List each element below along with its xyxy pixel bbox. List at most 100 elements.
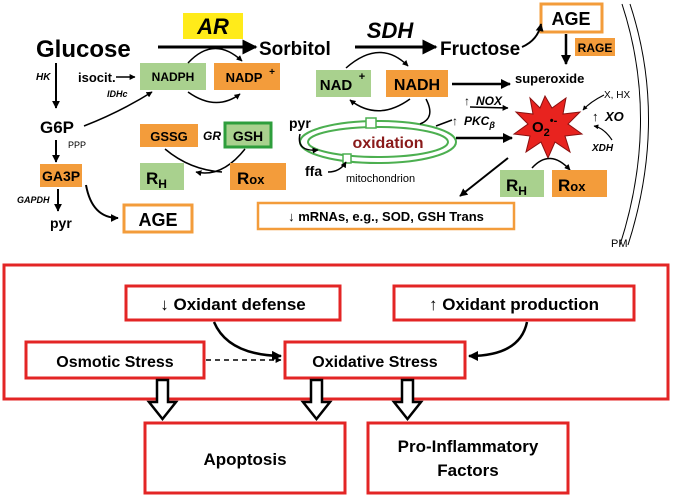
rox-right-box [552, 170, 607, 197]
pkc-label: PKCβ [464, 114, 495, 130]
idhc-label: IDHc [107, 89, 128, 99]
oxidative-stress-box [283, 340, 467, 380]
rox-left-box [230, 163, 286, 190]
ffa-label: ffa [305, 163, 322, 179]
age-top-box [539, 2, 604, 34]
nadh-to-nad-arc [349, 98, 411, 112]
sdh-label: SDH [367, 18, 415, 43]
superoxide-to-mrnas-arrow [459, 157, 509, 197]
nad-plus-label: NAD [320, 77, 353, 94]
pyr-bottom-label: pyr [50, 215, 72, 231]
osmotic-stress-box [24, 340, 206, 380]
ar-enzyme-box [183, 13, 243, 39]
pyr-into-mito-arrow [298, 133, 319, 154]
nadph-gr-arc [187, 91, 241, 104]
nadph-box [140, 63, 206, 90]
nad-plus-superscript: + [359, 71, 365, 83]
nadph-label: NADPH [152, 70, 195, 84]
nadph-to-nadp-arc [187, 47, 243, 64]
o2-radical-label: O2•- [532, 115, 558, 139]
plasma-membrane-line-2 [627, 3, 649, 246]
rox-right-cycle-arc [531, 157, 571, 171]
gsh-to-rh-arc [195, 148, 246, 177]
superoxide-label: superoxide [515, 71, 584, 86]
rh-left-label: RH [146, 169, 167, 191]
mrnas-box [256, 201, 516, 231]
ga3p-box [40, 164, 82, 187]
sorbitol-label: Sorbitol [259, 39, 331, 60]
x-hx-arrow [582, 94, 605, 111]
oxidant-defense-label: ↓ Oxidant defense [160, 295, 305, 314]
nadp-plus-superscript: + [269, 67, 275, 78]
defense-to-oxidative-arrow [212, 321, 282, 361]
gsh-box [223, 121, 273, 149]
nadh-label: NADH [394, 77, 440, 94]
mito-channel-top [365, 117, 377, 129]
nox-arrow [469, 104, 509, 111]
oxidant-production-box [392, 284, 636, 322]
fructose-label: Fructose [440, 39, 520, 60]
g6p-label: G6P [40, 118, 74, 137]
apoptosis-box [143, 421, 347, 495]
oxidative-to-apoptosis-arrow [300, 378, 333, 422]
oxidant-production-label: ↑ Oxidant production [429, 295, 599, 314]
glucose-label: Glucose [36, 36, 131, 63]
apoptosis-label: Apoptosis [203, 450, 286, 469]
oxidative-to-inflammatory-arrow [391, 378, 424, 422]
nad-plus-box [316, 70, 371, 97]
gapdh-label: GAPDH [17, 195, 50, 205]
ffa-into-mito-arrow [327, 161, 347, 173]
plasma-membrane-line [619, 3, 641, 246]
osmotic-stress-label: Osmotic Stress [56, 354, 173, 371]
xo-up-arrow: ↑ [592, 109, 599, 124]
nadh-to-mito-arrow [419, 98, 431, 125]
ar-label: AR [196, 14, 229, 39]
pro-inflammatory-label-1: Pro-Inflammatory [398, 437, 539, 456]
oxidation-label: oxidation [352, 135, 423, 152]
production-to-oxidative-arrow [468, 321, 529, 361]
gsh-label: GSH [233, 128, 263, 144]
age-bottom-box [122, 203, 194, 234]
xdh-label: XDH [591, 143, 614, 154]
isocit-label: isocit. [78, 70, 116, 85]
rox-right-label: Rox [558, 176, 586, 195]
g6p-to-nadph-arrow [83, 91, 153, 127]
fructose-to-age-arrow [521, 23, 544, 48]
mitochondrion-inner [307, 126, 449, 158]
rox-to-gssg-arc [164, 148, 223, 173]
pkc-up-arrow: ↑ [452, 114, 458, 128]
oxidant-defense-box [124, 284, 342, 322]
nadp-plus-box [214, 63, 280, 90]
nadh-box [386, 70, 448, 97]
mrnas-label: ↓ mRNAs, e.g., SOD, GSH Trans [288, 209, 484, 224]
ga3p-label: GA3P [42, 168, 80, 184]
mito-to-pkc-arrow [435, 119, 453, 127]
rage-label: RAGE [578, 41, 613, 55]
nox-up-arrow: ↑ [464, 94, 470, 108]
age-top-label: AGE [551, 9, 590, 29]
ga3p-to-age-arrow [85, 184, 119, 222]
mito-channel-left [342, 153, 352, 164]
gssg-box [140, 124, 198, 147]
pyr-mito-label: pyr [289, 115, 311, 131]
osmotic-to-apoptosis-arrow [146, 378, 179, 422]
oxidative-stress-label: Oxidative Stress [312, 354, 438, 371]
xo-label: XO [604, 109, 624, 124]
age-bottom-label: AGE [138, 210, 177, 230]
gssg-label: GSSG [150, 129, 188, 144]
hk-label: HK [36, 72, 51, 83]
nadp-plus-label: NADP [226, 70, 263, 85]
rox-left-label: Rox [237, 169, 265, 188]
pm-label: PM [611, 238, 628, 250]
gr-label: GR [203, 129, 221, 143]
pro-inflammatory-label-2: Factors [437, 461, 498, 480]
rh-right-label: RH [506, 176, 527, 198]
pro-inflammatory-box [366, 421, 570, 495]
nad-to-nadh-arc [345, 51, 409, 69]
rage-box [575, 38, 615, 56]
mitochondrion-label: mitochondrion [346, 173, 415, 185]
rh-right-box [500, 170, 544, 197]
ppp-label: PPP [68, 140, 86, 150]
nox-label: NOX [476, 94, 503, 108]
